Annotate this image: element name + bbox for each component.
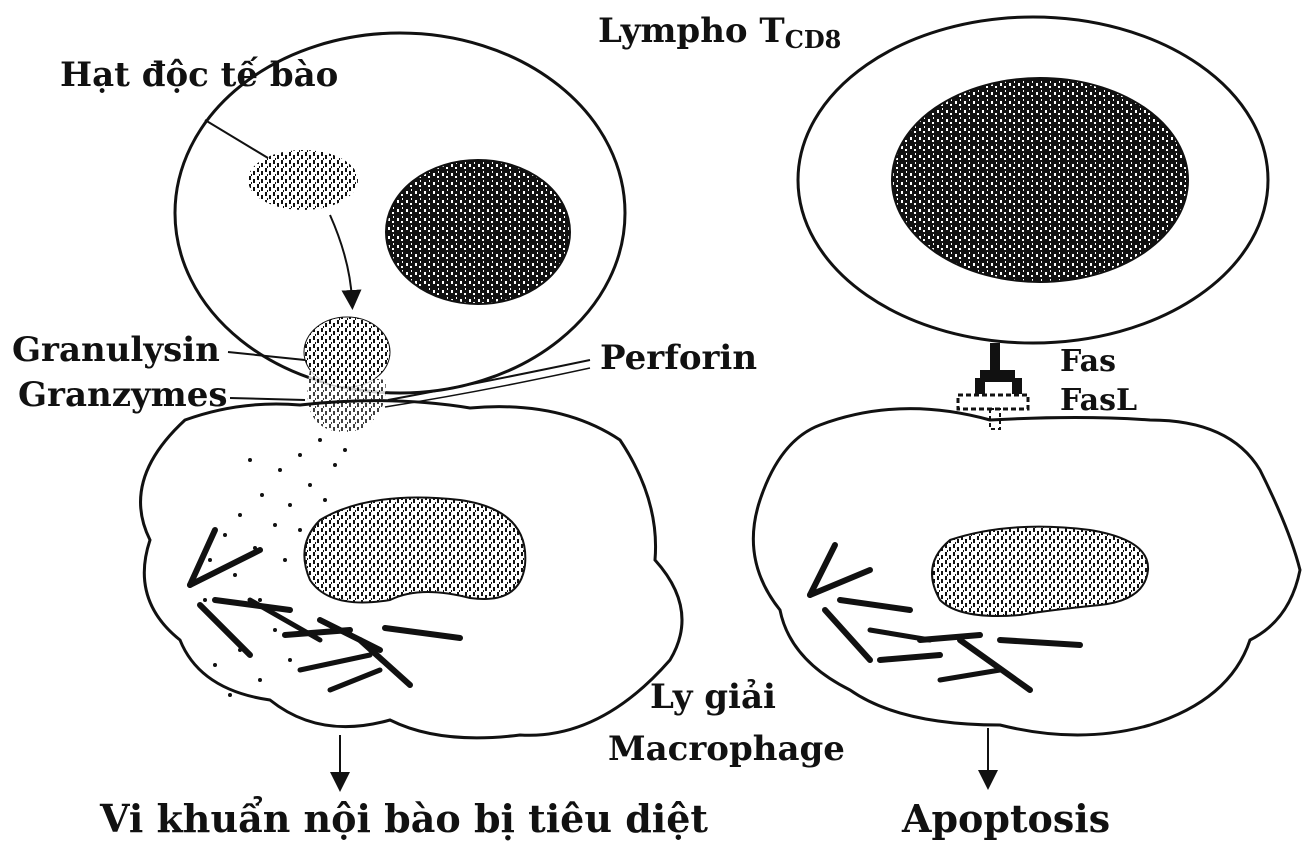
label-perforin: Perforin bbox=[600, 341, 757, 375]
label-lysis-line1: Ly giải bbox=[650, 680, 776, 714]
label-granzymes: Granzymes bbox=[18, 378, 228, 412]
granule-arrow bbox=[330, 215, 352, 300]
label-fasl: FasL bbox=[1060, 386, 1137, 416]
label-lympho-main: Lympho T bbox=[598, 11, 785, 51]
label-apoptosis: Apoptosis bbox=[902, 800, 1110, 838]
label-lympho-tcd8: Lympho TCD8 bbox=[598, 14, 841, 52]
label-fas: Fas bbox=[1060, 347, 1116, 377]
label-bacteria-killed: Vi khuẩn nội bào bị tiêu diệt bbox=[100, 800, 708, 838]
granule-release bbox=[304, 317, 390, 432]
granzymes-leader bbox=[230, 398, 305, 400]
label-granulysin: Granulysin bbox=[12, 333, 220, 367]
label-lympho-sub: CD8 bbox=[785, 25, 842, 54]
perforin-leader bbox=[388, 360, 590, 400]
granule-leader-line bbox=[205, 120, 268, 158]
label-cytotoxic-granule: Hạt độc tế bào bbox=[60, 58, 338, 92]
right-t-cell bbox=[798, 17, 1268, 343]
label-lysis-line2: Macrophage bbox=[608, 732, 845, 766]
